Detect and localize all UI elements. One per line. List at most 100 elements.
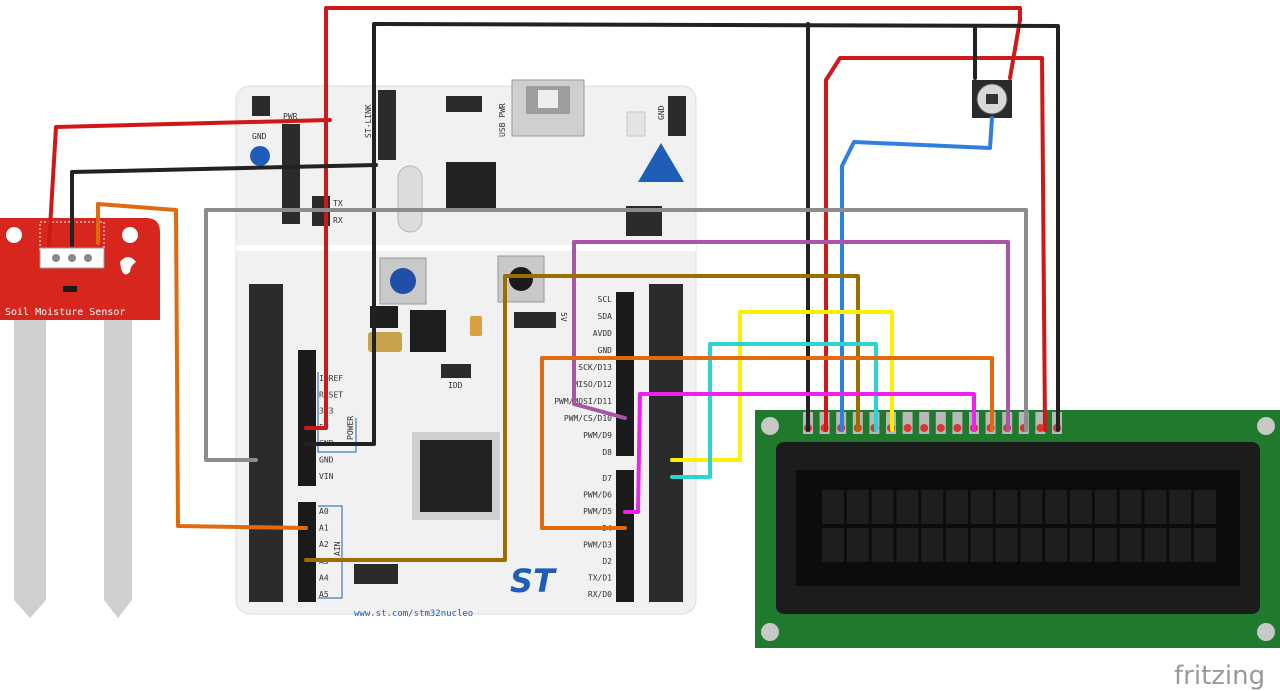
digital-pin-label: SCK/D13 <box>578 363 612 372</box>
wire-magenta <box>623 392 976 514</box>
digital-pin-label: PWM/D3 <box>583 540 612 549</box>
usb-connector <box>511 79 585 137</box>
st-logo: ST <box>510 562 557 600</box>
sensor-label: Soil Moisture Sensor <box>5 307 125 318</box>
lcd-screw-icon <box>761 623 779 641</box>
wire-red-lcd-vdd <box>824 56 1047 432</box>
lcd-cell <box>822 490 844 524</box>
pwr-label: PWR <box>283 112 298 121</box>
digital-pin-label: PWM/D5 <box>583 507 612 516</box>
digital-header-high <box>616 292 634 456</box>
lcd-pin <box>1035 412 1046 434</box>
voltage-regulator <box>410 310 446 352</box>
top-left-header <box>252 90 686 226</box>
digital-pin-label: D8 <box>602 448 612 457</box>
lcd-cell <box>1169 528 1192 562</box>
lcd-pin-end <box>936 424 945 432</box>
analog-jumper <box>354 564 398 584</box>
5v-label: 5V <box>559 312 568 322</box>
wire-orange-sensor-signal <box>96 202 308 530</box>
small-capacitor <box>470 316 482 336</box>
wire-purple <box>572 240 1010 432</box>
lcd-cell <box>1070 528 1092 562</box>
power-header <box>298 350 316 486</box>
mbed-logo-icon <box>250 146 270 166</box>
analog-header <box>298 502 316 602</box>
digital-pin-label: TX/D1 <box>588 574 612 583</box>
lcd-cell <box>846 490 869 524</box>
wire-black-sensor-gnd <box>70 163 378 247</box>
lcd-cell <box>1094 490 1117 524</box>
lcd-pin <box>935 412 946 434</box>
digital-pin-label: PWM/D6 <box>583 491 612 500</box>
lcd-cell <box>1045 490 1068 524</box>
digital-pin-labels: SCLSDAAVDDGNDSCK/D13MISO/D12PWM/MOSI/D11… <box>554 295 612 599</box>
lcd-cell <box>1020 490 1043 524</box>
lcd-cell <box>921 528 944 562</box>
digital-pin-label: PWM/D9 <box>583 431 612 440</box>
morpho-header-right <box>649 284 683 602</box>
wire-red-sensor-vcc <box>47 118 332 247</box>
lcd-cell <box>896 490 919 524</box>
soil-moisture-sensor: Soil Moisture Sensor <box>0 218 160 618</box>
digital-pin-label: MISO/D12 <box>573 380 612 389</box>
lcd-cell <box>822 528 844 562</box>
digital-pin-label: SCL <box>598 295 613 304</box>
lcd-screw-icon <box>1257 417 1275 435</box>
tx-label: TX <box>333 199 343 208</box>
sensor-mount-hole-left <box>6 227 22 243</box>
power-pin-label: RESET <box>319 390 343 399</box>
analog-pin-label: A0 <box>319 507 329 516</box>
lcd-16x2 <box>755 410 1280 648</box>
lcd-cell <box>921 490 944 524</box>
lcd-cell <box>995 490 1018 524</box>
power-pin-label: GND <box>319 456 334 465</box>
wire-olive <box>304 274 860 562</box>
diode <box>370 306 398 328</box>
lcd-cell <box>1020 528 1043 562</box>
lcd-cell <box>995 528 1018 562</box>
lcd-cell <box>871 528 894 562</box>
lcd-cell <box>1194 528 1216 562</box>
lcd-cell <box>1194 490 1216 524</box>
lcd-cell <box>970 490 993 524</box>
lcd-cell <box>1119 490 1142 524</box>
wires <box>47 6 1060 562</box>
idd-jumper <box>441 364 471 378</box>
fritzing-watermark: fritzing <box>1174 661 1265 691</box>
sensor-mount-hole-right <box>122 227 138 243</box>
lcd-pin-end <box>920 424 929 432</box>
wire-gray <box>204 208 1028 462</box>
crystal <box>397 165 423 233</box>
lcd-cell <box>896 528 919 562</box>
lcd-character-cells <box>822 490 1216 562</box>
lcd-cell <box>1169 490 1192 524</box>
lcd-screw-icon <box>1257 623 1275 641</box>
nucleo-board: GND PWR TX RX USB PWR GND ST-LINK <box>235 79 697 619</box>
lcd-pin <box>1018 412 1029 434</box>
lcd-cell <box>1070 490 1092 524</box>
user-button[interactable] <box>379 257 427 305</box>
digital-pin-label: PWM/CS/D10 <box>564 414 612 423</box>
lcd-cell <box>1144 490 1167 524</box>
stlink-mcu-chip <box>446 162 496 212</box>
rx-label: RX <box>333 216 343 225</box>
wire-blue-contrast <box>840 116 994 432</box>
lcd-cell <box>970 528 993 562</box>
analog-pin-label: A1 <box>319 524 329 533</box>
digital-pin-label: AVDD <box>593 329 612 338</box>
gnd-left-label: GND <box>252 132 267 141</box>
digital-pin-label: RX/D0 <box>588 590 612 599</box>
digital-pin-label: D7 <box>602 474 612 483</box>
analog-pin-label: A5 <box>319 590 329 599</box>
wire-orange-lcd <box>540 356 994 530</box>
lcd-cell <box>1094 528 1117 562</box>
5v-jumper <box>514 312 556 328</box>
sparkfun-flame-icon <box>120 257 136 275</box>
esd-warning-icon <box>638 143 684 182</box>
lcd-pin <box>902 412 913 434</box>
potentiometer[interactable] <box>972 80 1012 118</box>
usb-pwr-label: USB PWR <box>498 103 507 137</box>
stlink-label: ST-LINK <box>364 104 373 138</box>
